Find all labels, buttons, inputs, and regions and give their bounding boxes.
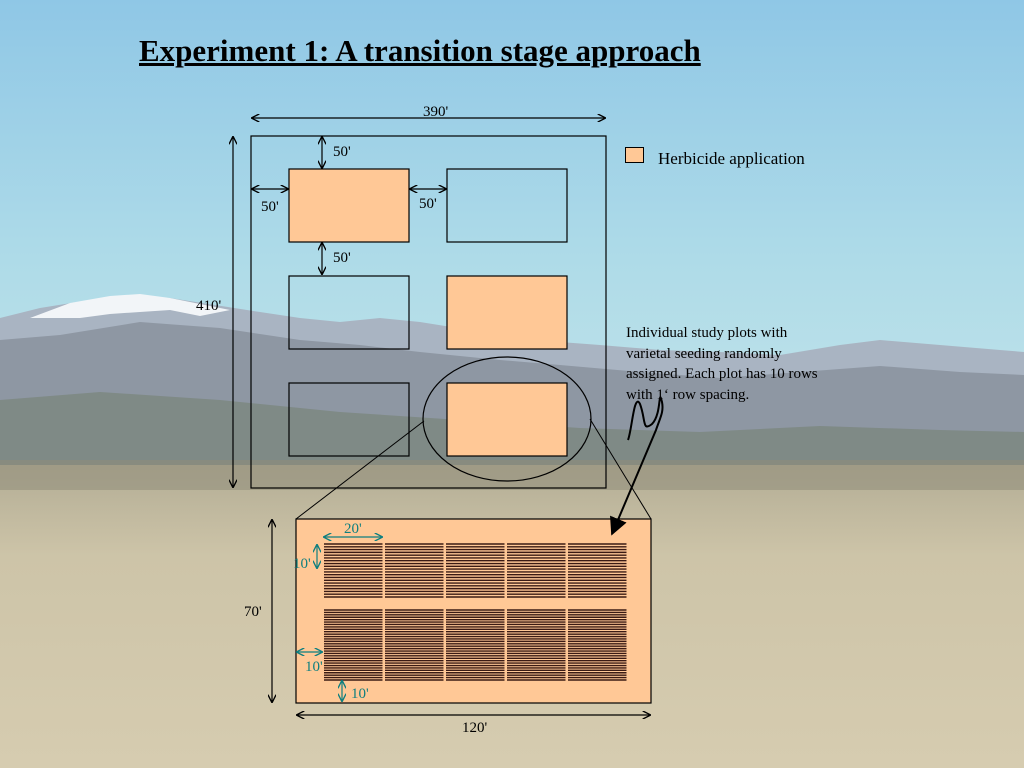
side-margin-label: 10' xyxy=(305,660,323,675)
pointer-squiggle xyxy=(612,397,663,534)
bottom-margin-label: 10' xyxy=(351,687,369,702)
study-plot-r3c1 xyxy=(289,383,409,456)
plot-height-label: 70' xyxy=(244,605,262,620)
study-plot-r1c2 xyxy=(447,169,567,242)
site-height-label: 410' xyxy=(196,299,221,314)
plot-description: Individual study plots with varietal see… xyxy=(626,323,826,405)
study-plot-r1c1 xyxy=(289,169,409,242)
strip-width-label: 20' xyxy=(344,522,362,537)
row-gap-label: 50' xyxy=(333,251,351,266)
left-gap-label: 50' xyxy=(261,200,279,215)
legend-label: Herbicide application xyxy=(658,149,805,169)
strip-height-label: 10' xyxy=(293,557,311,572)
zoom-line-left xyxy=(296,421,424,519)
site-width-label: 390' xyxy=(423,105,448,120)
plot-length-label: 120' xyxy=(462,721,487,736)
study-plot-r2c2 xyxy=(447,276,567,349)
middle-gap-label: 50' xyxy=(419,197,437,212)
study-plot-r2c1 xyxy=(289,276,409,349)
top-gap-label: 50' xyxy=(333,145,351,160)
zoom-line-right xyxy=(590,419,651,519)
legend-swatch xyxy=(625,147,644,163)
study-plot-r3c2 xyxy=(447,383,567,456)
